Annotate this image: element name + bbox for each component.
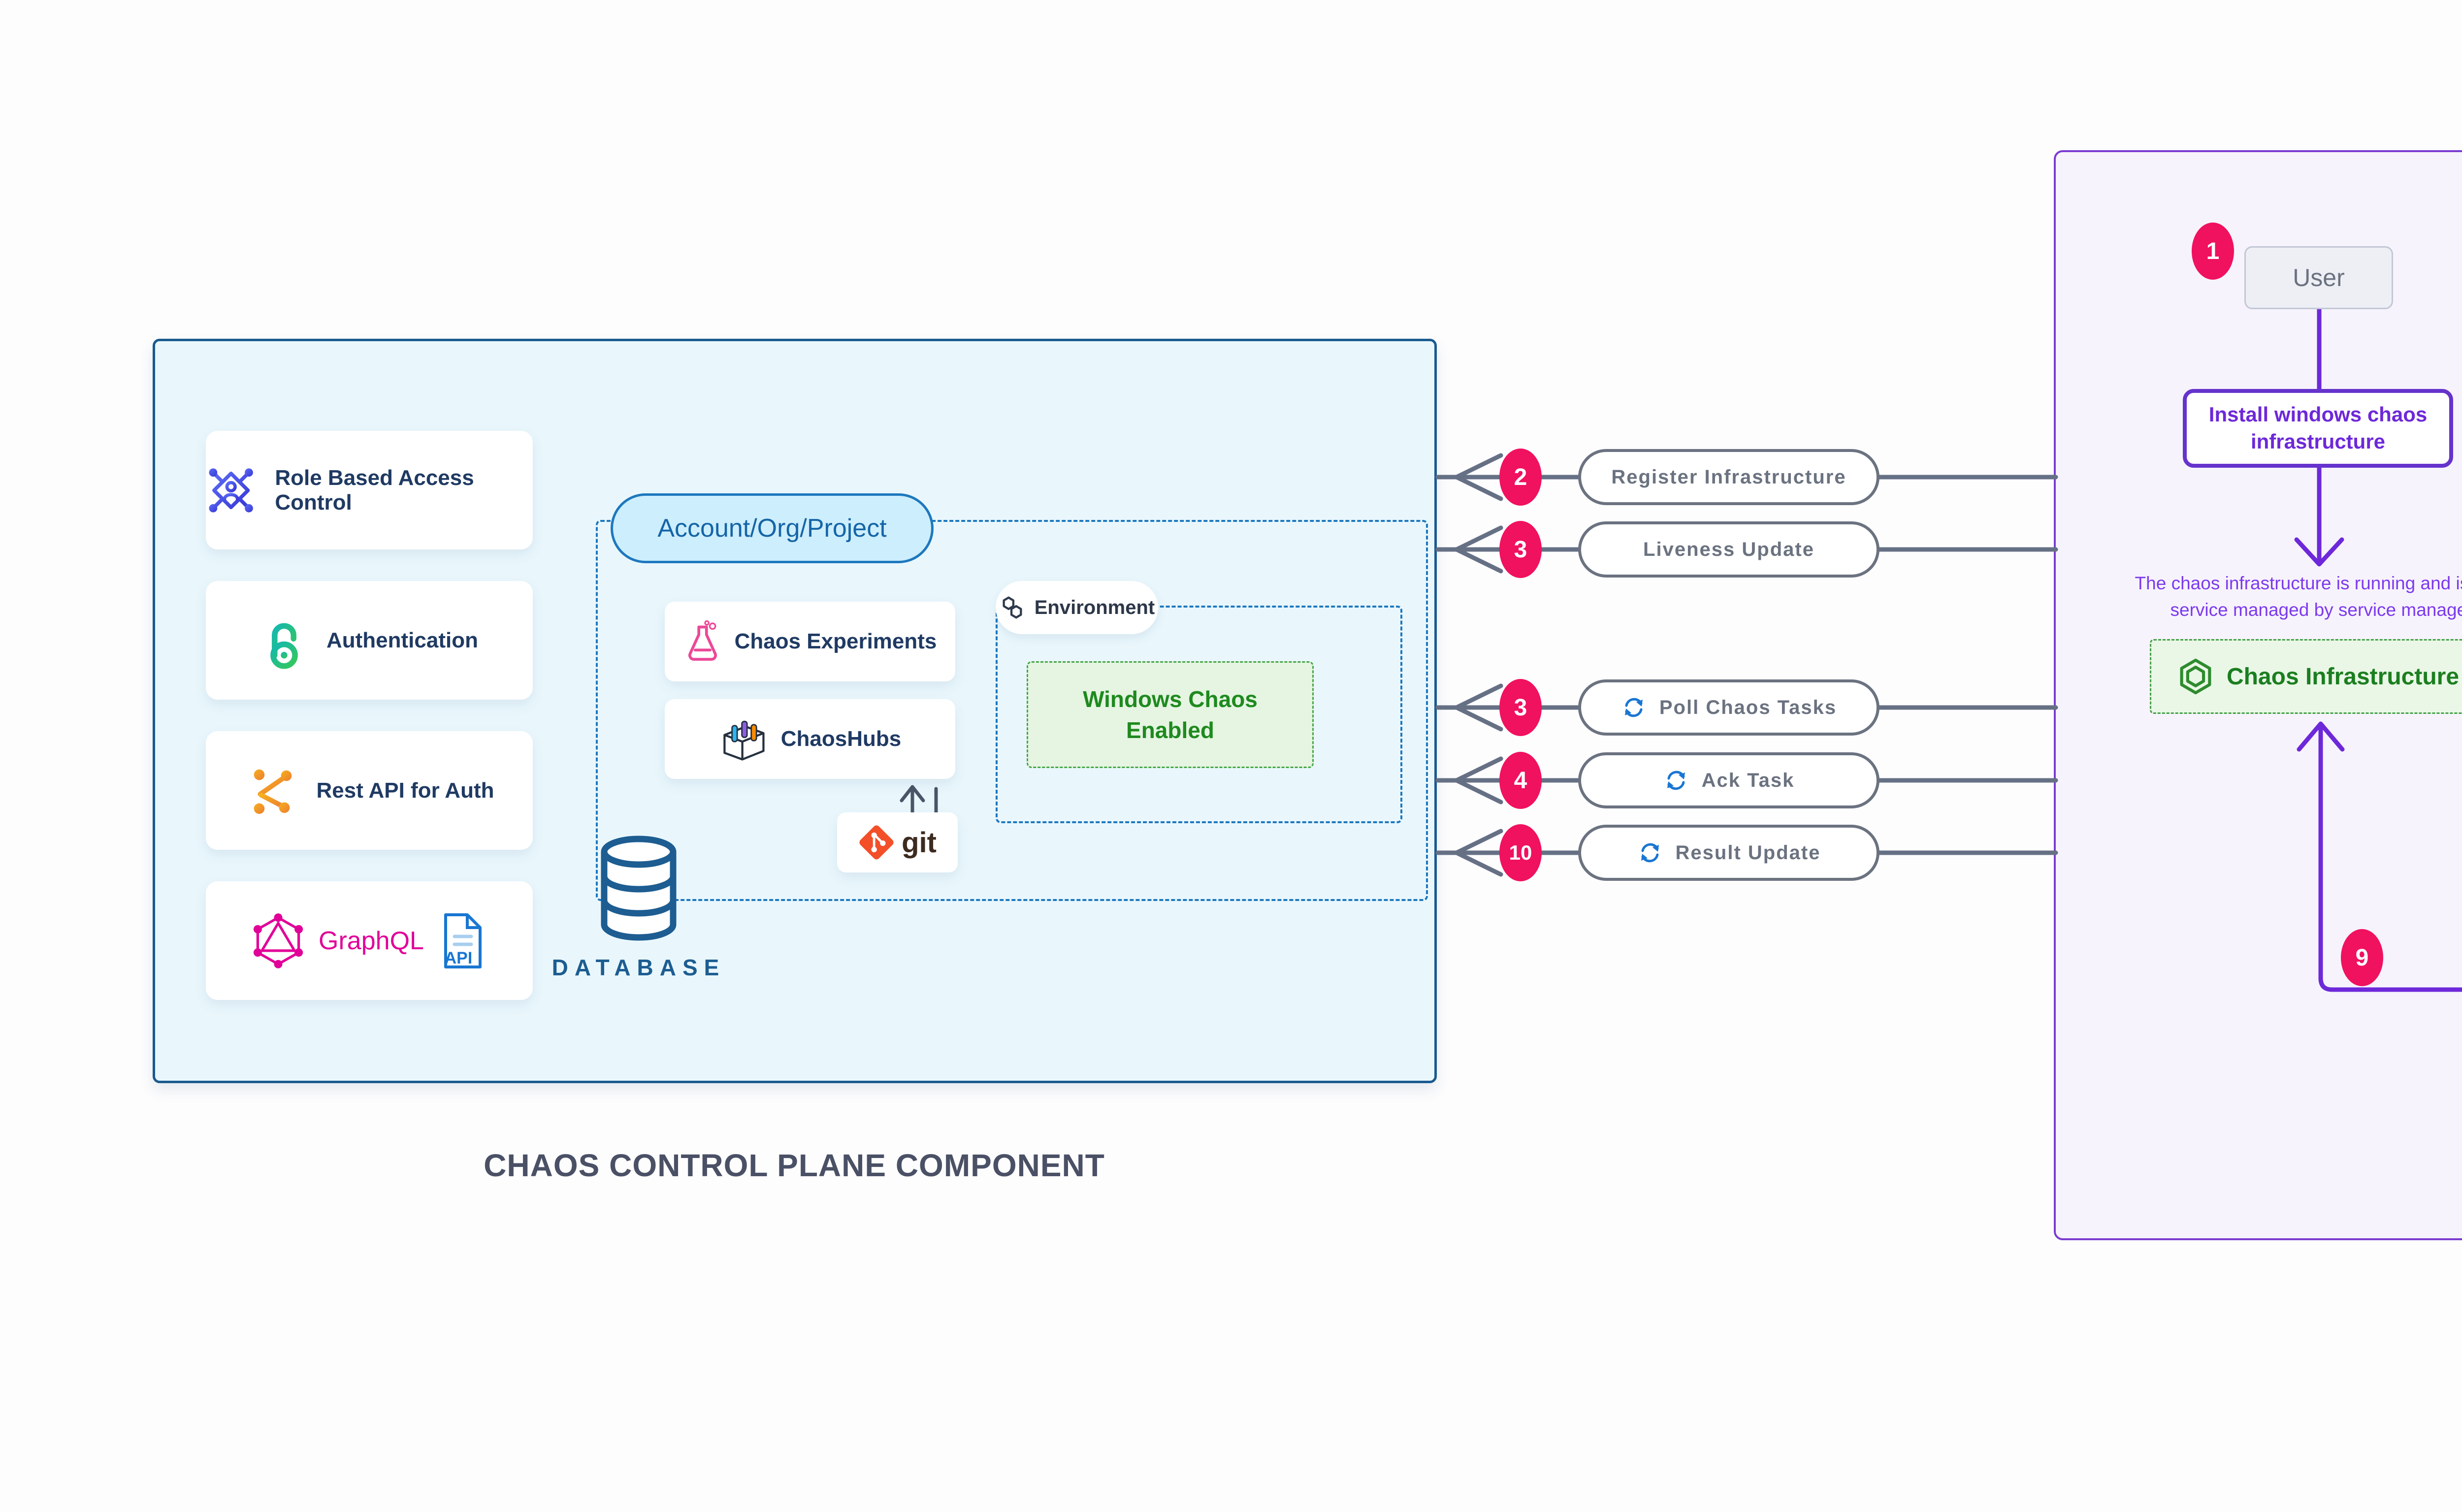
arrow-left-liveness bbox=[1454, 525, 1503, 574]
card-git: git bbox=[837, 812, 958, 872]
account-org-project-pill: Account/Org/Project bbox=[611, 493, 934, 563]
environment-pill: Environment bbox=[996, 581, 1158, 634]
arrow-left-register bbox=[1454, 453, 1503, 501]
step-badge-4: 4 bbox=[1499, 752, 1542, 809]
liveness-update-label: Liveness Update bbox=[1643, 538, 1814, 560]
connector-pill-poll: Poll Chaos Tasks bbox=[1578, 679, 1879, 736]
step-badge-2: 2 bbox=[1499, 449, 1542, 506]
card-chaoshubs: ChaosHubs bbox=[665, 699, 955, 779]
arrow-up-ci bbox=[2297, 721, 2345, 752]
git-label: git bbox=[902, 826, 937, 859]
account-scope-dashed-box bbox=[596, 520, 1428, 901]
environment-hexagons-icon bbox=[1003, 596, 1022, 619]
api-doc-text: API bbox=[444, 948, 473, 967]
chaoshubs-icon bbox=[723, 720, 765, 761]
card-rbac: Role Based Access Control bbox=[206, 431, 533, 549]
install-infra-box: Install windows chaos infrastructure bbox=[2183, 389, 2453, 468]
git-icon bbox=[859, 825, 894, 860]
chaos-infrastructure-hexagon-icon bbox=[2180, 658, 2211, 695]
connector-pill-register: Register Infrastructure bbox=[1578, 449, 1879, 505]
step-badge-3b: 3 bbox=[1499, 679, 1542, 736]
gray-wires bbox=[1435, 453, 2058, 877]
windows-chaos-enabled-box: Windows Chaos Enabled bbox=[1027, 661, 1314, 768]
arrow-left-ack bbox=[1454, 756, 1503, 804]
environment-dashed-box bbox=[996, 606, 1402, 823]
step-badge-3a: 3 bbox=[1499, 521, 1542, 578]
card-graphql-label: GraphQL bbox=[319, 926, 424, 955]
ack-task-label: Ack Task bbox=[1701, 769, 1795, 791]
step-badge-1: 1 bbox=[2192, 223, 2234, 280]
rbac-icon bbox=[209, 468, 253, 513]
control-plane-title: CHAOS CONTROL PLANE COMPONENT bbox=[484, 1148, 1105, 1183]
card-graphql: GraphQL API bbox=[206, 881, 533, 1000]
poll-chaos-tasks-label: Poll Chaos Tasks bbox=[1659, 696, 1837, 718]
graphql-icon bbox=[253, 913, 303, 968]
wire-generate-ci bbox=[2318, 725, 2462, 992]
card-auth: Authentication bbox=[206, 581, 533, 700]
register-infrastructure-label: Register Infrastructure bbox=[1611, 466, 1846, 488]
chaoshubs-label: ChaosHubs bbox=[780, 727, 902, 751]
database-icon bbox=[601, 836, 677, 941]
chaos-infrastructure-box: Chaos Infrastructure bbox=[2150, 639, 2462, 714]
infra-running-note: The chaos infrastructure is running and … bbox=[2135, 573, 2462, 620]
card-chaos-experiments: Chaos Experiments bbox=[665, 602, 955, 681]
windows-chaos-enabled-label: Windows Chaos Enabled bbox=[1083, 686, 1258, 743]
result-update-label: Result Update bbox=[1675, 841, 1821, 864]
purple-wires bbox=[2294, 307, 2462, 992]
rest-api-icon bbox=[254, 769, 292, 814]
chaos-experiments-label: Chaos Experiments bbox=[734, 629, 937, 653]
git-up-arrow bbox=[900, 785, 925, 803]
card-rest-api-label: Rest API for Auth bbox=[316, 778, 494, 803]
connector-pill-liveness: Liveness Update bbox=[1578, 521, 1879, 578]
card-rbac-label: Role Based Access Control bbox=[275, 465, 474, 515]
step-badge-9: 9 bbox=[2341, 929, 2383, 986]
sync-icon bbox=[1641, 843, 1659, 863]
card-auth-label: Authentication bbox=[326, 628, 478, 652]
user-box: User bbox=[2244, 246, 2393, 309]
sync-icon bbox=[1624, 698, 1643, 717]
connector-pill-ack: Ack Task bbox=[1578, 752, 1879, 808]
auth-lock-icon bbox=[270, 623, 298, 669]
user-label: User bbox=[2293, 264, 2345, 291]
arrow-left-poll bbox=[1454, 683, 1503, 732]
sync-icon bbox=[1667, 771, 1685, 790]
flask-icon bbox=[688, 620, 717, 661]
arrow-left-result bbox=[1454, 829, 1503, 877]
card-rest-api: Rest API for Auth bbox=[206, 731, 533, 850]
step-badge-10: 10 bbox=[1499, 824, 1542, 881]
environment-label: Environment bbox=[1034, 596, 1155, 618]
execution-plane-title: CHAOS EXECUTION PLANE COMPONENT bbox=[2403, 1316, 2462, 1352]
chaos-infrastructure-label: Chaos Infrastructure bbox=[2226, 663, 2460, 690]
connector-pill-result: Result Update bbox=[1578, 825, 1879, 881]
api-doc-icon: API bbox=[439, 911, 486, 971]
account-org-project-label: Account/Org/Project bbox=[657, 514, 887, 543]
arrow-down-note bbox=[2294, 537, 2344, 567]
install-infra-label: Install windows chaos infrastructure bbox=[2208, 403, 2428, 453]
database-label: DATABASE bbox=[551, 955, 726, 980]
